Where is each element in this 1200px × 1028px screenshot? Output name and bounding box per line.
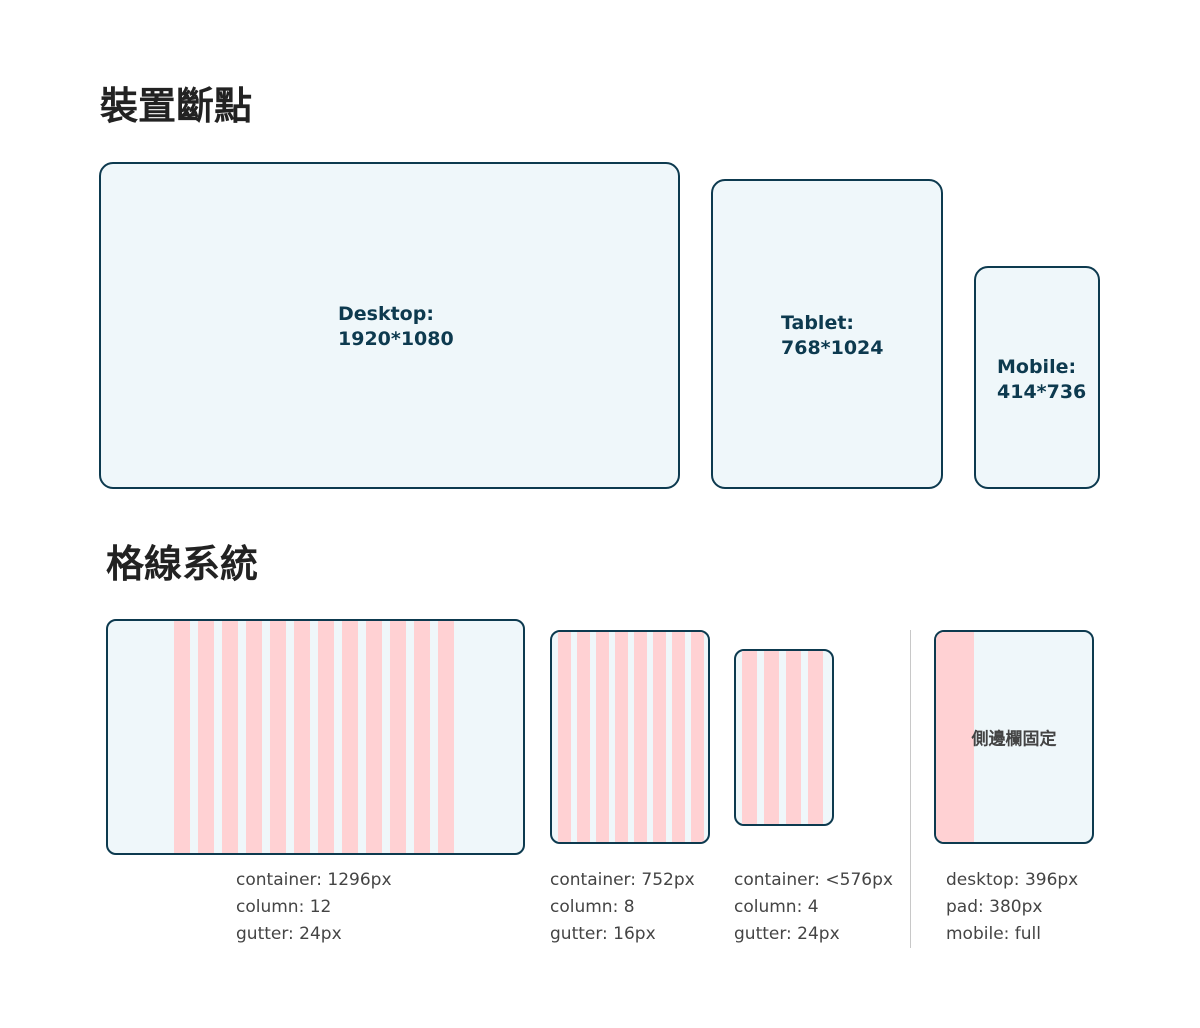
- desktop-name: Desktop:: [338, 303, 434, 325]
- grid-column: [558, 632, 571, 842]
- desktop-size: 1920*1080: [338, 328, 454, 350]
- grid-column: [342, 621, 358, 853]
- grid-column: [615, 632, 628, 842]
- grid-column: [198, 621, 214, 853]
- sidebar-desktop-width: desktop: 396px: [946, 870, 1079, 890]
- mobile-label: Mobile: 414*736: [997, 355, 1086, 405]
- grid-column: [672, 632, 685, 842]
- breakpoints-title: 裝置斷點: [100, 84, 253, 128]
- tablet-grid-gutter: gutter: 16px: [550, 924, 656, 944]
- grid-column: [438, 621, 454, 853]
- mobile-grid-gutter: gutter: 24px: [734, 924, 840, 944]
- grid-column: [174, 621, 190, 853]
- sidebar-grid: 側邊欄固定: [934, 630, 1094, 844]
- tablet-device: Tablet: 768*1024: [711, 179, 943, 489]
- mobile-grid-container: container: <576px: [734, 870, 893, 890]
- grid-system-title: 格線系統: [106, 542, 259, 586]
- mobile-device: Mobile: 414*736: [974, 266, 1100, 489]
- mobile-grid-specs: container: <576px column: 4 gutter: 24px: [734, 867, 893, 948]
- desktop-grid: [106, 619, 525, 855]
- grid-column: [318, 621, 334, 853]
- grid-column: [691, 632, 704, 842]
- grid-column: [222, 621, 238, 853]
- sidebar-specs: desktop: 396px pad: 380px mobile: full: [946, 867, 1078, 948]
- desktop-grid-column: column: 12: [236, 897, 332, 917]
- sidebar-fixed-label: 側邊欄固定: [971, 729, 1057, 750]
- mobile-size: 414*736: [997, 381, 1087, 403]
- grid-column: [808, 651, 823, 824]
- tablet-label: Tablet: 768*1024: [781, 311, 883, 361]
- tablet-grid-container: container: 752px: [550, 870, 695, 890]
- grid-column: [764, 651, 779, 824]
- desktop-grid-specs: container: 1296px column: 12 gutter: 24p…: [236, 867, 392, 948]
- tablet-grid-specs: container: 752px column: 8 gutter: 16px: [550, 867, 695, 948]
- tablet-grid-column: column: 8: [550, 897, 635, 917]
- mobile-grid: [734, 649, 834, 826]
- tablet-size: 768*1024: [781, 337, 884, 359]
- grid-column: [596, 632, 609, 842]
- desktop-grid-container: container: 1296px: [236, 870, 392, 890]
- desktop-device: Desktop: 1920*1080: [99, 162, 680, 489]
- mobile-name: Mobile:: [997, 356, 1077, 378]
- desktop-label: Desktop: 1920*1080: [338, 302, 454, 352]
- grid-column: [390, 621, 406, 853]
- grid-column: [653, 632, 666, 842]
- grid-column: [786, 651, 801, 824]
- tablet-name: Tablet:: [781, 312, 855, 334]
- mobile-grid-column: column: 4: [734, 897, 819, 917]
- grid-column: [270, 621, 286, 853]
- grid-column: [577, 632, 590, 842]
- sidebar-column: [936, 632, 974, 842]
- grid-column: [246, 621, 262, 853]
- sidebar-pad-width: pad: 380px: [946, 897, 1043, 917]
- sidebar-mobile-width: mobile: full: [946, 924, 1041, 944]
- grid-column: [742, 651, 757, 824]
- section-divider: [910, 630, 911, 948]
- grid-column: [366, 621, 382, 853]
- tablet-grid: [550, 630, 710, 844]
- grid-column: [414, 621, 430, 853]
- grid-column: [294, 621, 310, 853]
- grid-column: [634, 632, 647, 842]
- desktop-grid-gutter: gutter: 24px: [236, 924, 342, 944]
